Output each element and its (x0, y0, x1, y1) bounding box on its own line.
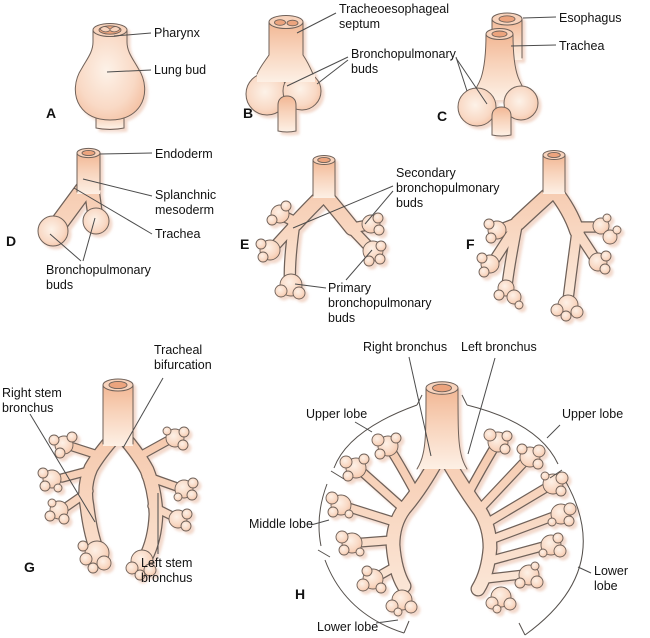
leader-lower-lobe-bottom (375, 619, 399, 624)
leader-lung-bud (106, 69, 152, 73)
leader-esophagus (522, 16, 557, 19)
bracket-upper-lobe-right (466, 404, 559, 465)
pharynx-floor-detail (99, 26, 121, 33)
label-lung-bud: Lung bud (154, 63, 207, 77)
leader-secondary-2 (364, 190, 394, 225)
leader-upper-lobe-right (546, 424, 561, 439)
leader-lower-lobe-right (577, 566, 592, 574)
leader-right-stem-bronchus (29, 413, 96, 523)
leader-buds-to-c-2 (455, 57, 488, 105)
panel-d-trachea-buds-shape (37, 147, 110, 247)
label-left-stem-bronchus: Left stem bronchus (141, 556, 193, 585)
bracket-lower-lobe-left (324, 559, 405, 634)
panel-h-lungs-shape (325, 381, 577, 617)
panel-letter-a: A (46, 105, 57, 121)
leader-lines (29, 12, 592, 624)
leader-tracheoesophageal-septum (296, 12, 337, 34)
label-lower-lobe-right: Lower lobe (594, 564, 629, 593)
leader-primary-1 (345, 249, 373, 281)
leader-endoderm (99, 152, 153, 155)
leader-upper-lobe-left (354, 421, 373, 433)
leader-buds-to-b-1 (286, 56, 349, 87)
bracket-upper-lobe-left (333, 404, 418, 469)
label-middle-lobe: Middle lobe (249, 517, 313, 531)
label-splanchnic-mesoderm: Splanchnic mesoderm (155, 188, 217, 217)
panel-letter-h: H (295, 586, 306, 602)
label-primary-buds: Primary bronchopulmonary buds (328, 281, 432, 325)
panel-g-bronchial-tree-shape (37, 378, 199, 581)
label-bronchopulmonary-buds-d: Bronchopulmonary buds (46, 263, 151, 292)
panel-f-branching-shape (476, 150, 622, 322)
panel-b-buds-shape (245, 15, 322, 133)
label-tracheal-bifurcation: Tracheal bifurcation (154, 343, 212, 372)
panel-a-lung-bud-shape (74, 23, 146, 130)
panel-letter-g: G (24, 559, 35, 575)
leader-primary-2 (294, 283, 327, 289)
leader-middle-lobe (310, 519, 330, 526)
label-secondary-buds: Secondary bronchopulmonary buds (396, 166, 500, 210)
label-lower-lobe-bottom: Lower lobe (317, 620, 379, 634)
bracket-middle-lobe (318, 483, 328, 547)
label-right-stem-bronchus: Right stem bronchus (2, 386, 62, 415)
panel-e-secondary-buds-shape (255, 155, 387, 300)
label-trachea-d: Trachea (155, 227, 201, 241)
leader-buds-d-2 (82, 217, 96, 262)
leader-buds-d-1 (49, 233, 82, 262)
leader-right-bronchus (408, 356, 432, 457)
leader-pharynx (113, 32, 152, 37)
label-endoderm: Endoderm (155, 147, 213, 161)
panel-c-trachea-esophagus-shape (457, 12, 539, 137)
bracket-lower-lobe-right (524, 481, 584, 636)
label-bronchopulmonary-buds-bc: Bronchopulmonary buds (351, 47, 456, 76)
label-upper-lobe-left: Upper lobe (306, 407, 368, 421)
label-left-bronchus: Left bronchus (461, 340, 537, 354)
panel-letter-f: F (466, 236, 475, 252)
leader-buds-to-c-1 (455, 56, 468, 92)
panel-letter-b: B (243, 105, 254, 121)
panel-letter-c: C (437, 108, 448, 124)
label-trachea-c: Trachea (559, 39, 605, 53)
leader-tracheal-bifurcation (122, 377, 164, 449)
panel-letter-e: E (240, 236, 250, 252)
label-esophagus: Esophagus (559, 11, 622, 25)
lobe-brackets (317, 394, 584, 636)
label-pharynx: Pharynx (154, 26, 200, 40)
leader-splanchnic-mesoderm (82, 178, 153, 197)
label-right-bronchus: Right bronchus (363, 340, 448, 354)
label-upper-lobe-right: Upper lobe (562, 407, 624, 421)
leader-trachea-d (73, 187, 153, 235)
leader-trachea-c (510, 44, 557, 47)
leader-buds-to-b-2 (316, 59, 349, 85)
panel-letter-d: D (6, 233, 17, 249)
leader-left-bronchus (467, 357, 496, 455)
label-tracheoesophageal-septum: Tracheoesophageal septum (339, 2, 450, 31)
leader-secondary-1 (292, 185, 394, 229)
